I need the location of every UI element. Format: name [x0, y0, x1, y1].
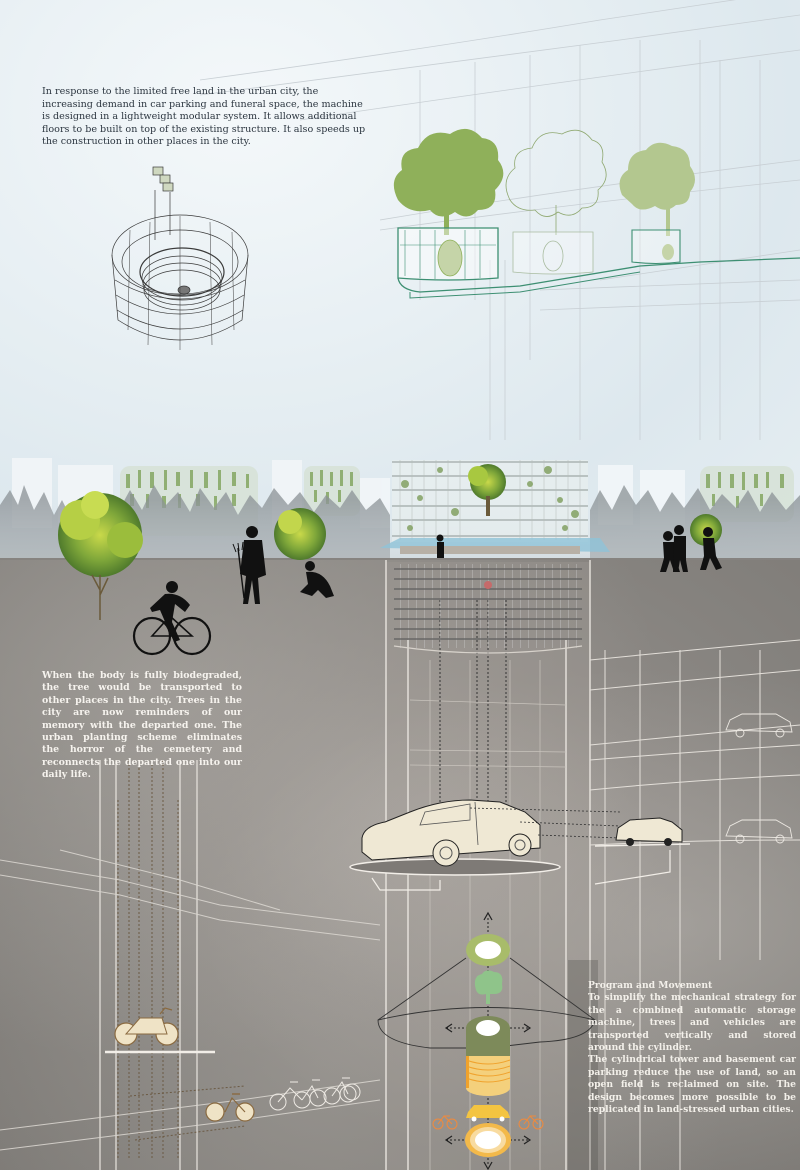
orange-bicycle-icon [432, 1115, 458, 1130]
storage-rack-cylinder [394, 564, 582, 648]
flowering-tree-mid [274, 508, 326, 560]
down-arrow-icon [483, 1161, 493, 1170]
right-parking-structure [589, 639, 800, 1170]
outlined-bikes-row [269, 1077, 361, 1111]
right-arrow-icon [523, 1135, 532, 1145]
person-on-platform-icon [436, 534, 444, 558]
program-title: Program and Movement [588, 980, 713, 991]
upper-building-wireframe [199, 0, 800, 440]
sedan-on-platform [349, 799, 621, 891]
tree-icon [474, 970, 503, 1004]
biodegrade-paragraph: When the body is fully biodegraded, the … [42, 670, 242, 781]
program-movement-block: Program and Movement To simplify the mec… [588, 980, 796, 1116]
central-glass-tower [380, 460, 610, 554]
person-silhouettes [132, 514, 722, 656]
burial-pod-trees [393, 128, 800, 299]
bike-shaft-structure [0, 760, 381, 1170]
flowering-tree-left [58, 491, 143, 620]
cyclist-icon [132, 581, 212, 656]
curled-figure-icon [542, 240, 564, 272]
outlined-parked-cars [725, 713, 793, 844]
mechanism-diagram [377, 911, 596, 1170]
bike-on-shelf-icon [114, 1007, 179, 1046]
orange-stacked-discs-icon [465, 1056, 511, 1096]
people-carrying-tree-icon [660, 514, 722, 572]
intro-paragraph: In response to the limited free land in … [42, 86, 366, 148]
program-paragraph-2: The cylindrical tower and basement car p… [588, 1054, 796, 1116]
orange-bicycle-icon [518, 1115, 544, 1130]
bicycles [114, 1007, 361, 1122]
bike-moving-icon [205, 1093, 255, 1122]
curled-figure-icon [662, 244, 674, 260]
tree-pale-icon [619, 142, 695, 210]
green-cylinder-icon [476, 1020, 500, 1036]
person-with-pitchfork-icon [232, 526, 266, 604]
shadow [568, 960, 598, 1170]
curled-figure-icon [437, 239, 463, 277]
car-on-side-platform [594, 817, 691, 885]
up-arrow-icon [483, 911, 493, 921]
left-arrow-icon [444, 1135, 453, 1145]
tree-filled-icon [393, 128, 504, 217]
person-planting-icon [300, 561, 334, 598]
program-paragraph-1: To simplify the mechanical strategy for … [588, 992, 796, 1054]
axonometric-cylinder [111, 166, 249, 350]
left-arrow-icon [444, 1023, 453, 1033]
tree-outline-icon [505, 129, 607, 217]
right-arrow-icon [523, 1023, 532, 1033]
yellow-car-icon [466, 1105, 510, 1122]
